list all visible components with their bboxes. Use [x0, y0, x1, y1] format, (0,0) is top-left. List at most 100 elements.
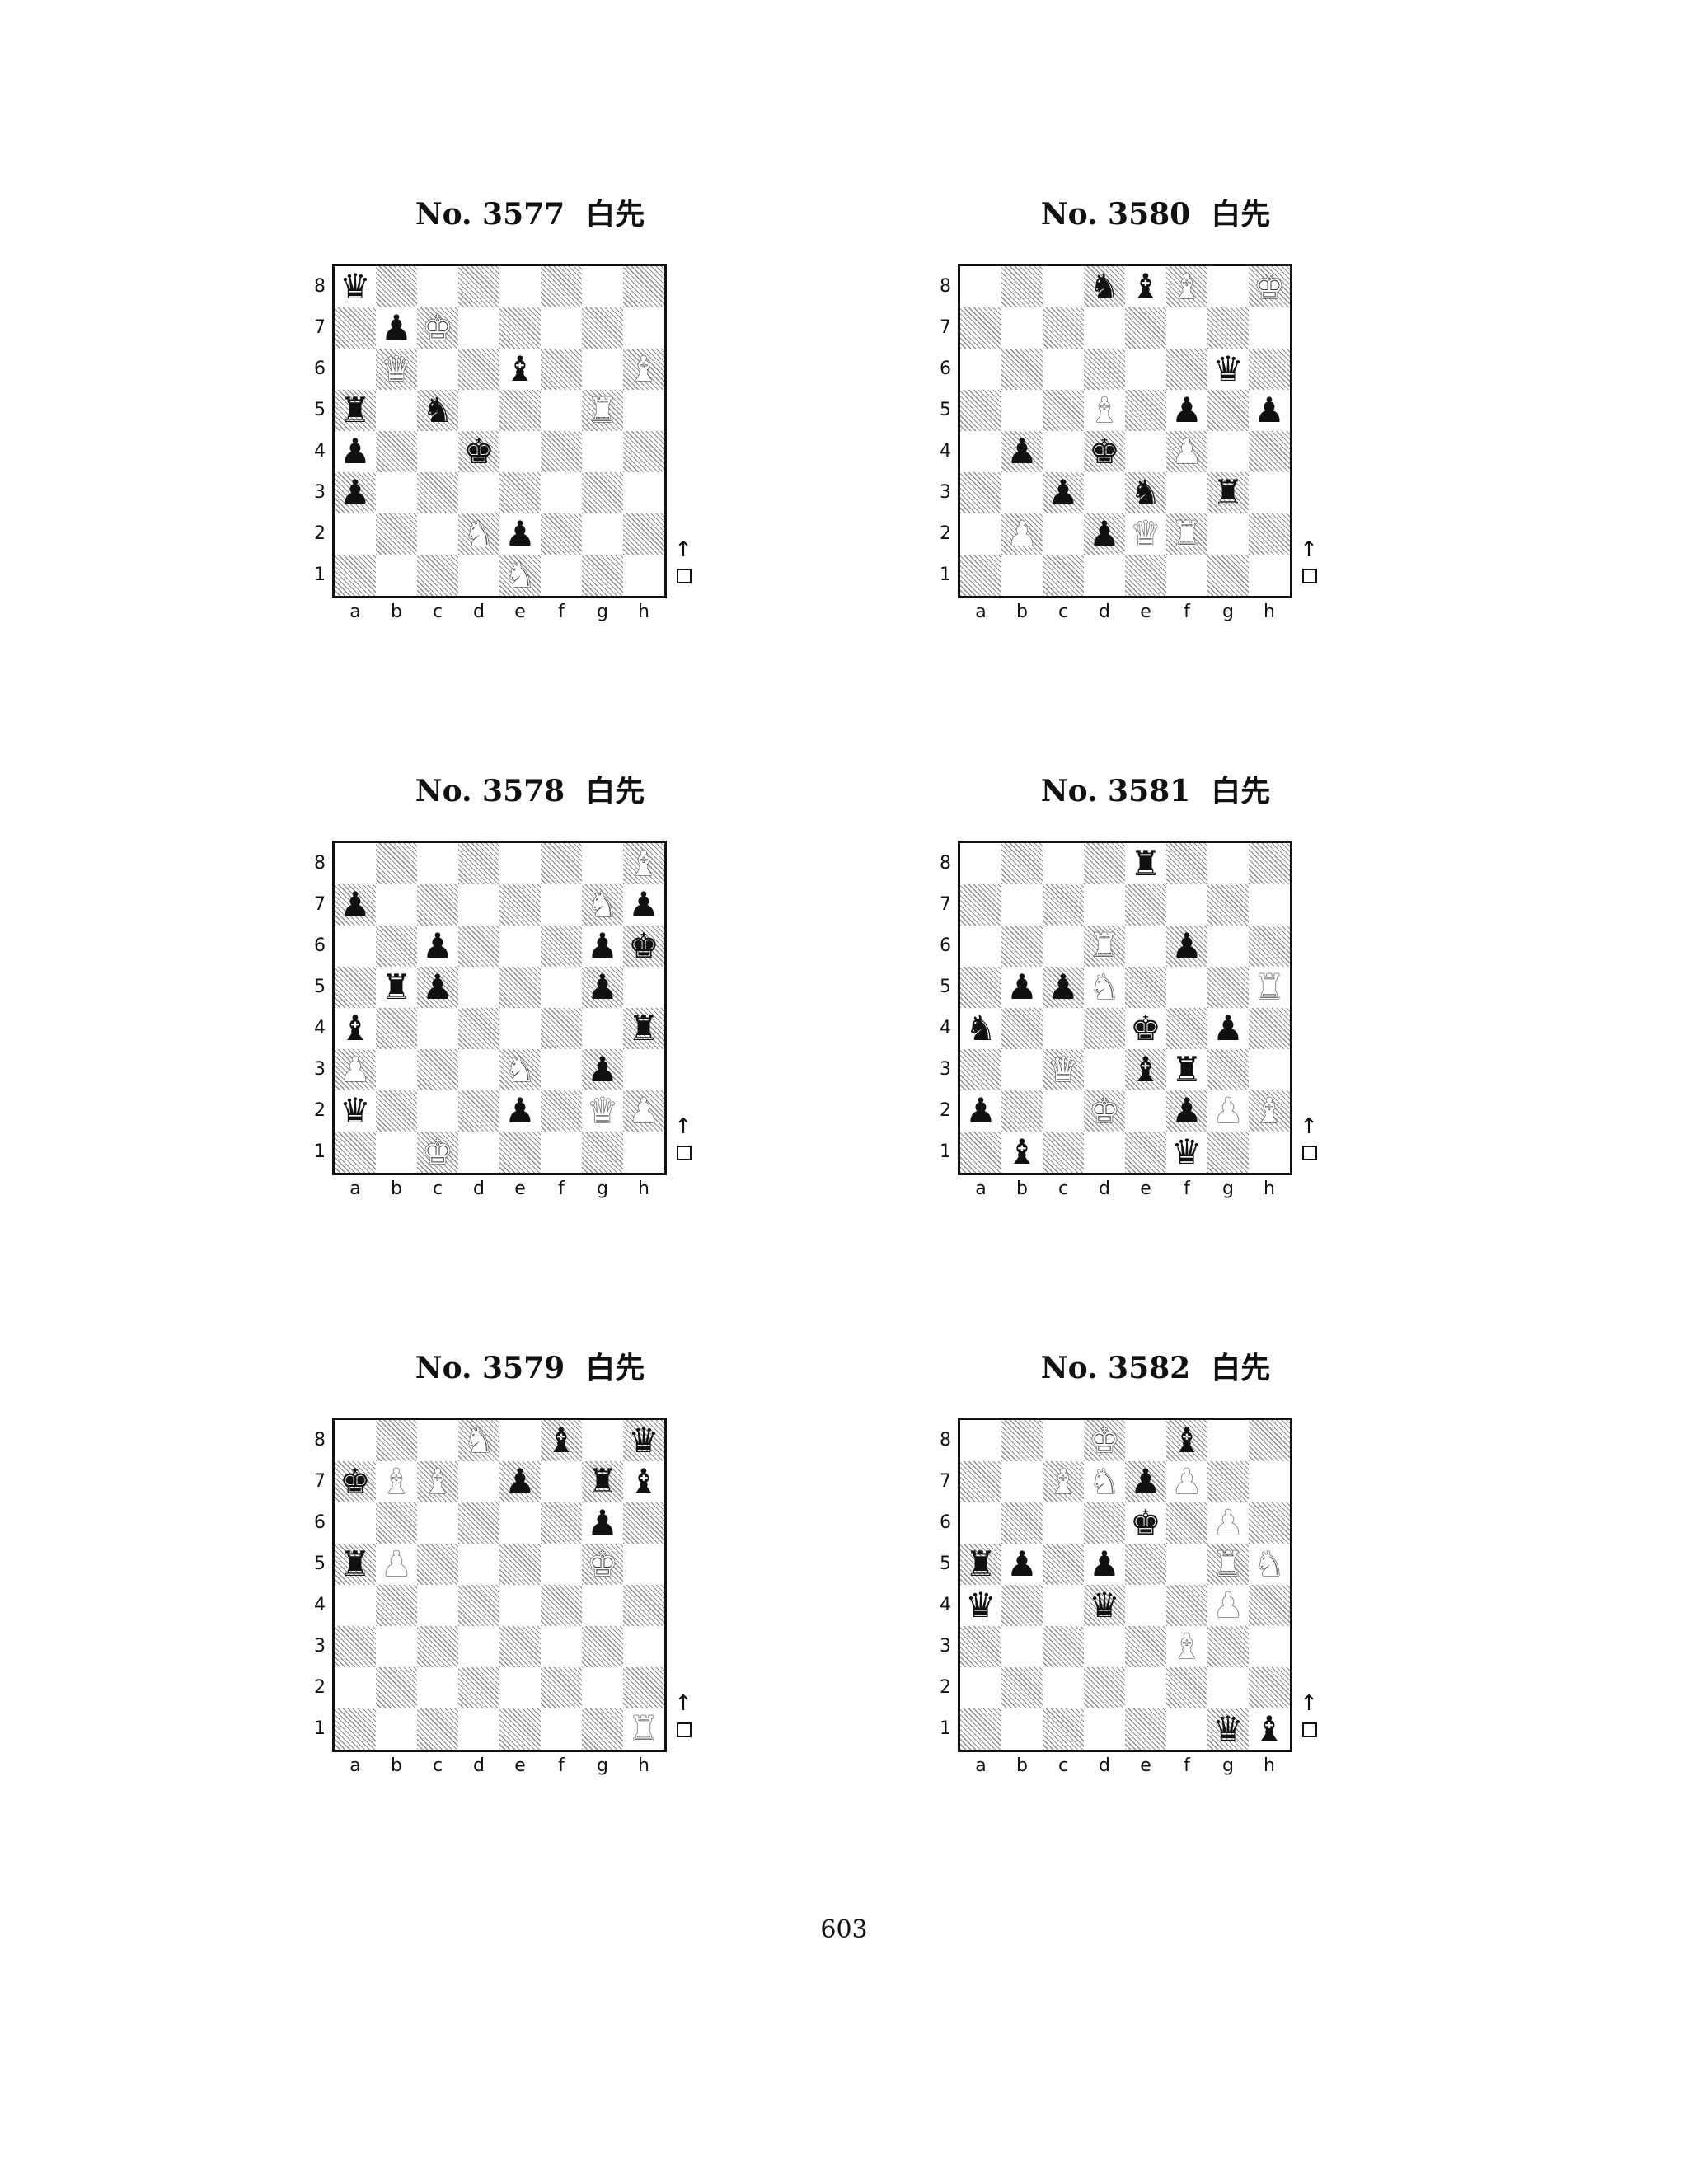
- dark-square: [376, 1667, 417, 1708]
- file-label: h: [1264, 1179, 1275, 1199]
- light-square: [541, 884, 582, 926]
- dark-square: [1084, 1008, 1125, 1049]
- white-pawn-icon: ♟: [340, 1049, 371, 1090]
- dark-square: [335, 307, 376, 349]
- file-label: f: [1184, 1755, 1190, 1776]
- dark-square: [960, 1544, 1001, 1585]
- white-rook-icon: ♜: [1089, 926, 1120, 966]
- dark-square: [499, 1626, 541, 1667]
- black-pawn-icon: ♟: [1089, 1544, 1120, 1584]
- white-pawn-icon: ♟: [1171, 1461, 1203, 1502]
- black-pawn-icon: ♟: [587, 1502, 618, 1543]
- light-square: [541, 967, 582, 1008]
- dark-square: [458, 349, 499, 390]
- dark-square: [458, 266, 499, 307]
- light-square: [1084, 1049, 1125, 1090]
- black-bishop-icon: ♝: [1130, 266, 1161, 307]
- light-square: [582, 1585, 623, 1626]
- black-bishop-icon: ♝: [628, 1461, 659, 1502]
- dark-square: [1166, 1090, 1207, 1132]
- rank-label: 4: [314, 1018, 326, 1038]
- light-square: [1043, 513, 1084, 555]
- light-square: [541, 1708, 582, 1750]
- dark-square: [960, 1626, 1001, 1667]
- light-square: [458, 1708, 499, 1750]
- rank-label: 6: [940, 1512, 951, 1533]
- light-square: [376, 1626, 417, 1667]
- light-square: [335, 1667, 376, 1708]
- file-label: d: [1099, 1179, 1110, 1199]
- black-king-icon: ♚: [628, 926, 659, 966]
- white-knight-icon: ♞: [1089, 967, 1120, 1007]
- dark-square: [582, 1626, 623, 1667]
- file-label: c: [432, 1755, 443, 1776]
- dark-square: [1043, 307, 1084, 349]
- light-square: [499, 843, 541, 884]
- file-label: a: [349, 602, 361, 622]
- dark-square: [1084, 926, 1125, 967]
- rank-label: 2: [314, 523, 326, 544]
- black-knight-icon: ♞: [965, 1008, 996, 1048]
- dark-square: [458, 926, 499, 967]
- dark-square: [499, 1708, 541, 1750]
- light-square: [1001, 884, 1043, 926]
- arrow-up-icon: ↑: [674, 1114, 692, 1139]
- white-to-move-marker: ↑: [1297, 536, 1320, 593]
- dark-square: [623, 266, 664, 307]
- dark-square: [1001, 513, 1043, 555]
- light-square: [960, 513, 1001, 555]
- dark-square: [541, 513, 582, 555]
- light-square: [582, 349, 623, 390]
- light-square: [1249, 1626, 1290, 1667]
- light-square: [1207, 431, 1249, 472]
- dark-square: [335, 1708, 376, 1750]
- arrow-up-icon: ↑: [674, 537, 692, 562]
- dark-square: [1043, 884, 1084, 926]
- dark-square: [1249, 1667, 1290, 1708]
- light-square: [1084, 1708, 1125, 1750]
- dark-square: [417, 390, 458, 431]
- rank-label: 4: [940, 1595, 951, 1615]
- light-square: [960, 843, 1001, 884]
- chessboard: ♞♝♛♚♝♝♟♜♝♟♜♟♚♜: [332, 1418, 667, 1752]
- dark-square: [1207, 884, 1249, 926]
- dark-square: [1207, 967, 1249, 1008]
- dark-square: [417, 884, 458, 926]
- light-square: [1166, 967, 1207, 1008]
- white-to-move-marker: ↑: [672, 1690, 695, 1747]
- dark-square: [541, 926, 582, 967]
- white-square-icon: [1302, 1722, 1317, 1737]
- light-square: [960, 1420, 1001, 1461]
- dark-square: [499, 1132, 541, 1173]
- black-pawn-icon: ♟: [965, 1090, 996, 1131]
- dark-square: [1084, 1585, 1125, 1626]
- light-square: [1001, 1461, 1043, 1502]
- file-label: e: [514, 1755, 526, 1776]
- dark-square: [1043, 1708, 1084, 1750]
- black-rook-icon: ♜: [340, 1544, 371, 1584]
- rank-label: 6: [940, 935, 951, 956]
- light-square: [1043, 1585, 1084, 1626]
- dark-square: [541, 1667, 582, 1708]
- file-label: d: [1099, 1755, 1110, 1776]
- dark-square: [335, 1461, 376, 1502]
- white-to-move-marker: ↑: [1297, 1113, 1320, 1170]
- light-square: [458, 472, 499, 513]
- light-square: [582, 1420, 623, 1461]
- dark-square: [376, 1585, 417, 1626]
- rank-label: 5: [940, 400, 951, 420]
- rank-label: 8: [940, 276, 951, 297]
- dark-square: [1207, 1461, 1249, 1502]
- light-square: [541, 1544, 582, 1585]
- dark-square: [1249, 1585, 1290, 1626]
- light-square: [1001, 1049, 1043, 1090]
- black-pawn-icon: ♟: [1171, 926, 1203, 966]
- file-label: g: [1222, 602, 1234, 622]
- dark-square: [1043, 1626, 1084, 1667]
- file-label: b: [1016, 602, 1028, 622]
- light-square: [499, 1502, 541, 1544]
- diagram-title: No. 3578 白先: [415, 774, 645, 808]
- light-square: [458, 1544, 499, 1585]
- dark-square: [582, 555, 623, 596]
